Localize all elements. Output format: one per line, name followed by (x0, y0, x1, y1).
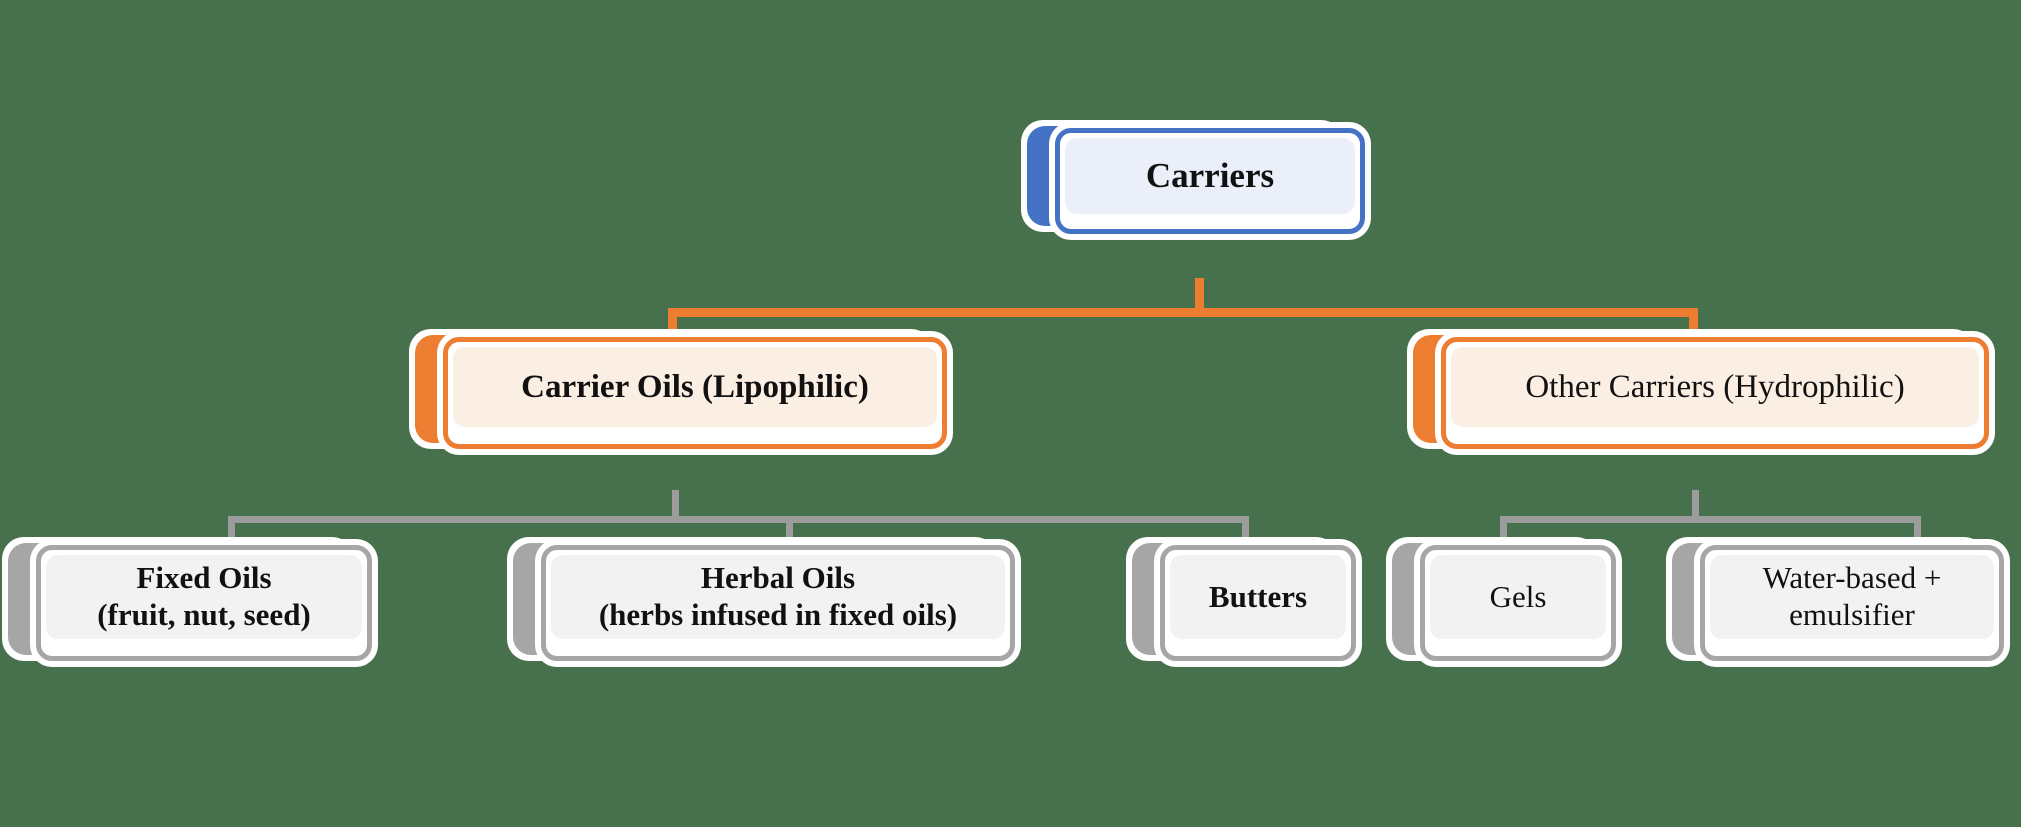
connector-branch-right-horizontal (1500, 516, 1921, 523)
connector-branch-left-stem (672, 490, 679, 520)
connector-branch-left-to-butters (1242, 516, 1249, 544)
node-carriers[interactable]: Carriers (1021, 120, 1371, 240)
node-carrier-oils-lipophilic[interactable]: Carrier Oils (Lipophilic) (409, 329, 953, 455)
connector-branch-right-stem (1692, 490, 1699, 520)
connector-root-to-branch-left (668, 308, 677, 348)
herbal-oils-fill: Herbal Oils (herbs infused in fixed oils… (551, 555, 1005, 639)
branch-left-fill: Carrier Oils (Lipophilic) (453, 347, 937, 427)
root-fill: Carriers (1065, 138, 1355, 214)
node-gels[interactable]: Gels (1386, 537, 1622, 667)
connector-branch-right-to-gels (1500, 516, 1507, 544)
herbal-oils-label: Herbal Oils (herbs infused in fixed oils… (598, 560, 958, 632)
node-herbal-oils[interactable]: Herbal Oils (herbs infused in fixed oils… (507, 537, 1021, 667)
connector-branch-right-to-water-based (1914, 516, 1921, 544)
gels-fill: Gels (1430, 555, 1606, 639)
node-water-based-emulsifier[interactable]: Water-based + emulsifier (1666, 537, 2010, 667)
connector-branch-left-to-herbal-oils (786, 516, 793, 544)
branch-right-fill: Other Carriers (Hydrophilic) (1451, 347, 1979, 427)
node-fixed-oils[interactable]: Fixed Oils (fruit, nut, seed) (2, 537, 378, 667)
fixed-oils-label: Fixed Oils (fruit, nut, seed) (97, 560, 311, 632)
connector-root-to-branch-right (1689, 308, 1698, 348)
branch-right-label: Other Carriers (Hydrophilic) (1525, 368, 1905, 405)
node-butters[interactable]: Butters (1126, 537, 1362, 667)
butters-label: Butters (1208, 578, 1308, 614)
connector-root-stem (1195, 278, 1204, 314)
water-based-label: Water-based + emulsifier (1762, 560, 1942, 632)
branch-left-label: Carrier Oils (Lipophilic) (521, 368, 869, 405)
connector-branch-left-to-fixed-oils (228, 516, 235, 544)
connector-root-horizontal (668, 308, 1698, 317)
fixed-oils-fill: Fixed Oils (fruit, nut, seed) (46, 555, 362, 639)
connector-branch-left-horizontal (228, 516, 1249, 523)
gels-label: Gels (1489, 578, 1547, 614)
butters-fill: Butters (1170, 555, 1346, 639)
water-based-fill: Water-based + emulsifier (1710, 555, 1994, 639)
root-label: Carriers (1145, 156, 1275, 196)
node-other-carriers-hydrophilic[interactable]: Other Carriers (Hydrophilic) (1407, 329, 1995, 455)
